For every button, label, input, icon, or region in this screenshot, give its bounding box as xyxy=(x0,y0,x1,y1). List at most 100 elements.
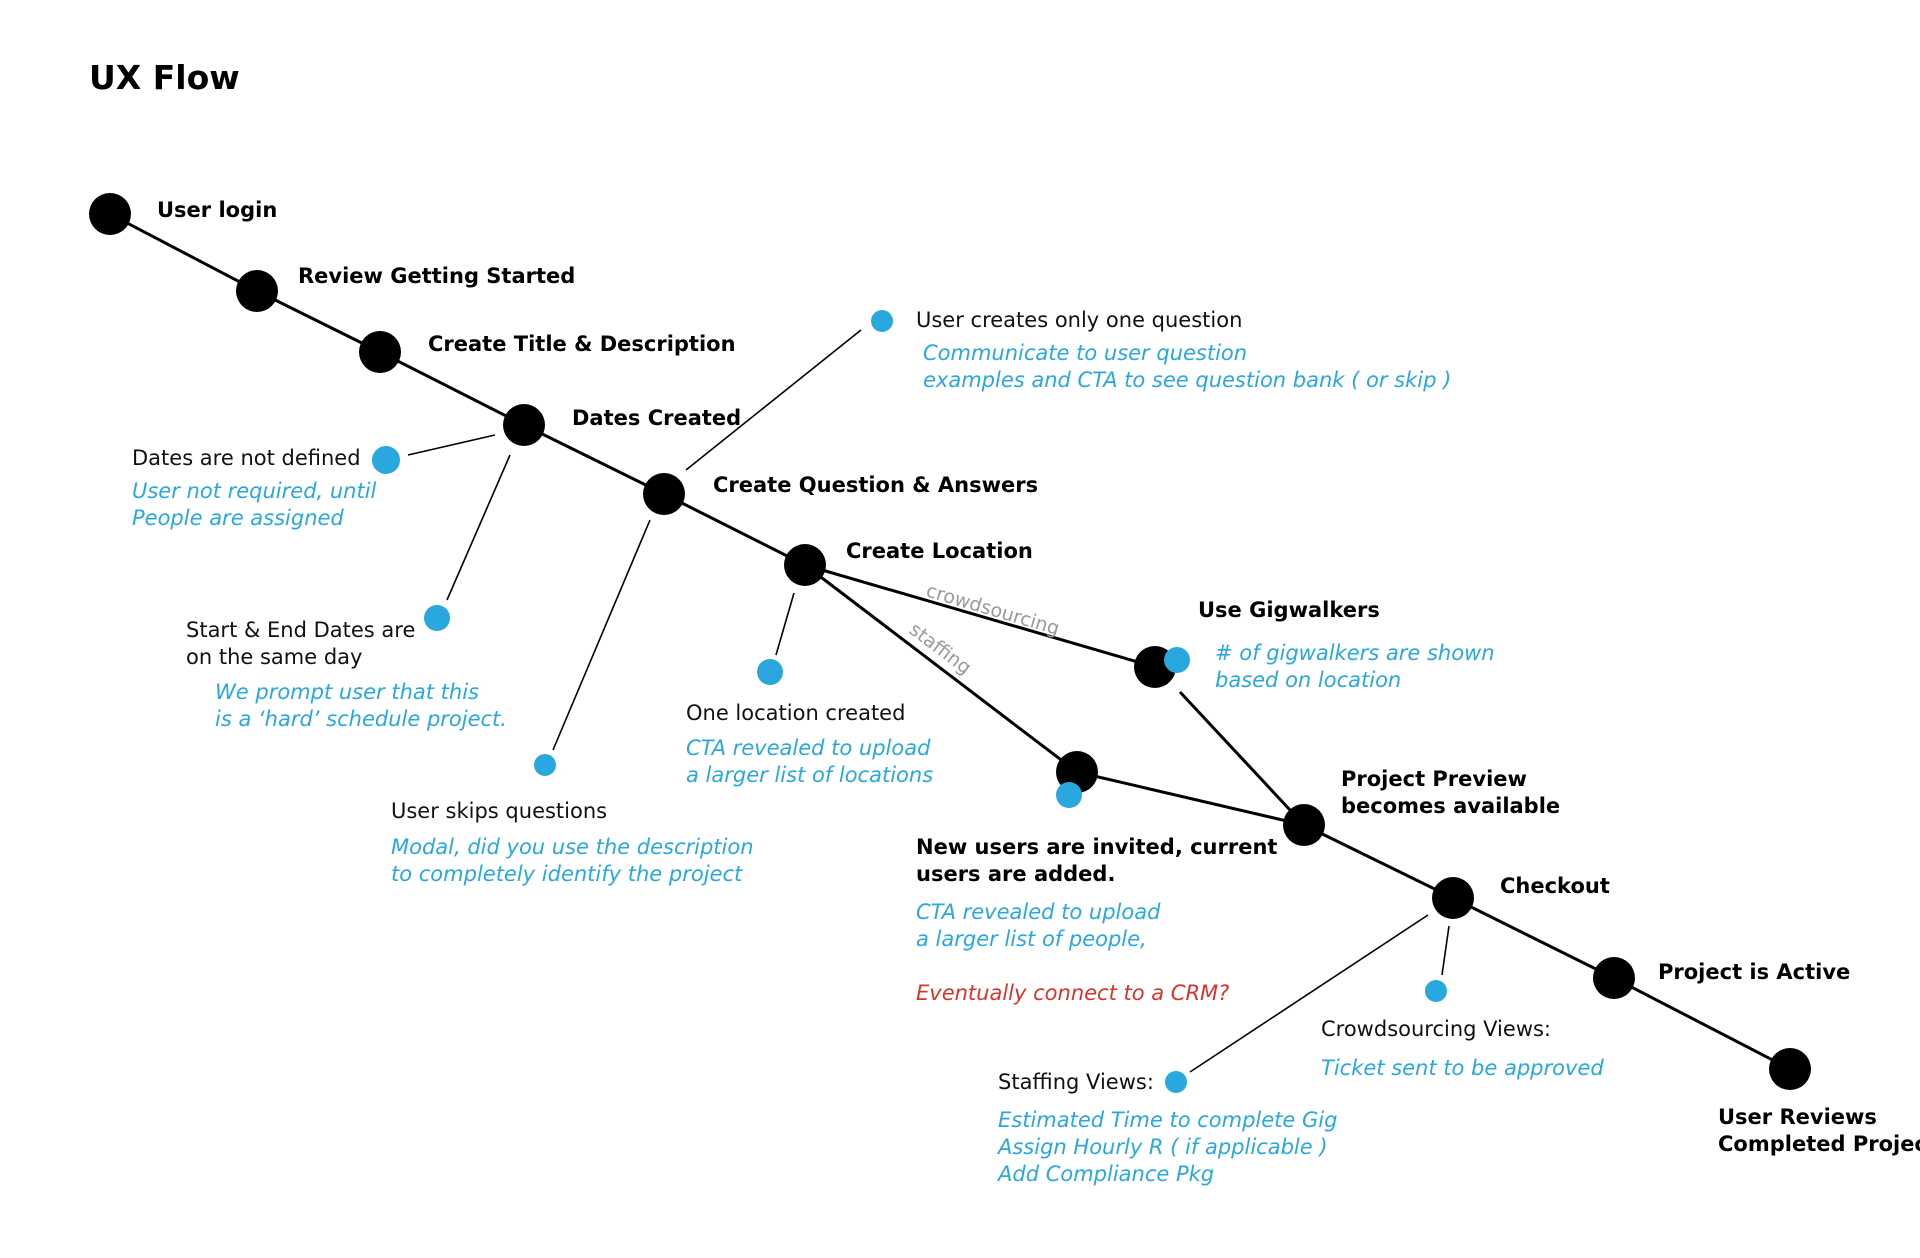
node-create-title xyxy=(359,331,401,373)
edge-title-dates xyxy=(379,350,525,427)
branch-dates-not-defined-label: Dates are not defined xyxy=(132,446,361,470)
step-use-gigwalkers: Use Gigwalkers xyxy=(1198,598,1380,622)
edge-label-crowdsourcing: crowdsourcing xyxy=(924,580,1062,640)
note-line: We prompt user that this xyxy=(215,680,479,704)
note-line: CTA revealed to upload xyxy=(686,736,931,760)
step-user-reviews-line1: User Reviews xyxy=(1718,1105,1877,1129)
step-user-login: User login xyxy=(157,198,278,222)
page-title: UX Flow xyxy=(89,58,240,97)
branch-crowdsourcing-views-label: Crowdsourcing Views: xyxy=(1321,1017,1552,1041)
note-line: Modal, did you use the description xyxy=(391,835,754,859)
edge-preview-checkout xyxy=(1303,823,1454,900)
label-line: users are added. xyxy=(916,862,1116,886)
edge-review-title xyxy=(256,289,381,354)
node-checkout xyxy=(1432,877,1474,919)
node-one-question xyxy=(871,310,893,332)
note-line: Assign Hourly R ( if applicable ) xyxy=(998,1135,1328,1159)
branch-nodes xyxy=(372,310,1447,1093)
edge-checkout-crowdsourcing xyxy=(1441,925,1450,976)
note-line: User not required, until xyxy=(132,479,377,503)
edge-question-skips xyxy=(552,519,651,751)
node-skips-questions xyxy=(534,754,556,776)
note-line: # of gigwalkers are shown xyxy=(1215,641,1495,665)
note-line: Add Compliance Pkg xyxy=(998,1162,1215,1186)
main-nodes xyxy=(89,193,1811,1090)
node-user-reviews xyxy=(1769,1048,1811,1090)
edge-gigwalkers-preview xyxy=(1178,690,1306,827)
step-checkout: Checkout xyxy=(1500,874,1610,898)
branch-dates-not-defined-note: User not required, until People are assi… xyxy=(132,478,376,532)
edge-login-review xyxy=(109,212,258,293)
edge-active-reviews xyxy=(1613,976,1791,1071)
branch-one-question-label: User creates only one question xyxy=(916,308,1243,332)
note-line: to completely identify the project xyxy=(391,862,743,886)
step-create-title-description: Create Title & Description xyxy=(428,332,736,356)
node-project-active xyxy=(1593,957,1635,999)
branch-one-question-note: Communicate to user question examples an… xyxy=(923,340,1451,394)
branch-crowdsourcing-views-note: Ticket sent to be approved xyxy=(1321,1056,1604,1080)
step-user-reviews: User Reviews Completed Project xyxy=(1718,1104,1920,1158)
edge-location-gigwalkers xyxy=(804,563,1156,669)
step-create-location: Create Location xyxy=(846,539,1033,563)
edge-checkout-staffing xyxy=(1189,914,1429,1073)
step-project-active: Project is Active xyxy=(1658,960,1851,984)
edge-checkout-active xyxy=(1452,896,1615,980)
note-line: Communicate to user question xyxy=(923,341,1248,365)
branch-one-location-note: CTA revealed to upload a larger list of … xyxy=(686,735,933,789)
note-line: based on location xyxy=(1215,668,1402,692)
main-flow-edges xyxy=(109,212,1791,1071)
note-line: CTA revealed to upload xyxy=(916,900,1161,924)
branch-staffing-views-label: Staffing Views: xyxy=(998,1070,1154,1094)
node-dates-created xyxy=(503,404,545,446)
edge-question-onequestion xyxy=(685,329,862,471)
node-same-day xyxy=(424,605,450,631)
edge-question-location xyxy=(663,492,806,567)
note-line: a larger list of locations xyxy=(686,763,934,787)
label-line: Start & End Dates are xyxy=(186,618,416,642)
edge-dates-sameday xyxy=(446,454,511,601)
step-create-question-answers: Create Question & Answers xyxy=(713,473,1039,497)
branch-staffing-views-note: Estimated Time to complete Gig Assign Ho… xyxy=(998,1107,1337,1188)
node-staffing-views xyxy=(1165,1071,1187,1093)
step-project-preview-line1: Project Preview xyxy=(1341,767,1527,791)
node-user-login xyxy=(89,193,131,235)
node-create-question xyxy=(643,473,685,515)
step-project-preview-line2: becomes available xyxy=(1341,794,1561,818)
note-line: a larger list of people, xyxy=(916,927,1147,951)
node-create-location xyxy=(784,544,826,586)
edge-location-onelocation xyxy=(775,592,795,656)
branch-new-users-crm-note: Eventually connect to a CRM? xyxy=(916,981,1230,1005)
edge-newusers-preview xyxy=(1076,770,1305,827)
step-project-preview: Project Preview becomes available xyxy=(1341,766,1560,820)
branch-new-users-note: CTA revealed to upload a larger list of … xyxy=(916,899,1160,953)
step-dates-created: Dates Created xyxy=(572,406,742,430)
note-line: Estimated Time to complete Gig xyxy=(998,1108,1338,1132)
branch-same-day-note: We prompt user that this is a ‘hard’ sch… xyxy=(215,679,507,733)
note-line: People are assigned xyxy=(132,506,344,530)
note-line: is a ‘hard’ schedule project. xyxy=(215,707,507,731)
label-line: on the same day xyxy=(186,645,363,669)
branch-same-day-label: Start & End Dates are on the same day xyxy=(186,617,415,671)
branch-edges xyxy=(407,329,1450,1073)
node-one-location xyxy=(757,659,783,685)
edge-location-newusers xyxy=(804,563,1078,774)
node-project-preview xyxy=(1283,804,1325,846)
edge-dates-question xyxy=(523,423,665,496)
branch-gigwalkers-note: # of gigwalkers are shown based on locat… xyxy=(1215,640,1495,694)
step-user-reviews-line2: Completed Project xyxy=(1718,1132,1920,1156)
branch-one-location-label: One location created xyxy=(686,701,906,725)
step-review-getting-started: Review Getting Started xyxy=(298,264,576,288)
node-dates-not-defined xyxy=(372,446,400,474)
node-crowdsourcing-views xyxy=(1425,980,1447,1002)
node-new-users-invite xyxy=(1056,782,1082,808)
node-gigwalkers-count xyxy=(1164,647,1190,673)
label-line: New users are invited, current xyxy=(916,835,1278,859)
branch-new-users-label: New users are invited, current users are… xyxy=(916,834,1277,888)
note-line: examples and CTA to see question bank ( … xyxy=(923,368,1452,392)
branch-skips-questions-note: Modal, did you use the description to co… xyxy=(391,834,754,888)
branch-skips-questions-label: User skips questions xyxy=(391,799,608,823)
edge-dates-notdefined xyxy=(407,434,496,456)
node-review-getting-started xyxy=(236,270,278,312)
